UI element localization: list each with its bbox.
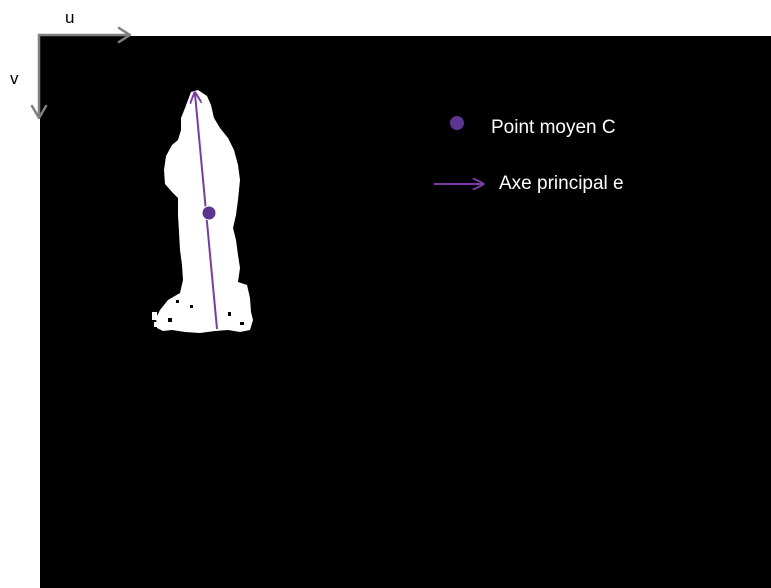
image-background: [40, 36, 771, 588]
silhouette-speckles: [168, 300, 244, 325]
legend-point-icon: [450, 116, 464, 130]
v-axis-arrow: [30, 33, 48, 120]
legend-mean-point-label: Point moyen C: [491, 117, 616, 138]
mean-point-marker: [201, 205, 217, 221]
u-axis-arrow: [37, 26, 132, 44]
v-axis-label: v: [10, 69, 19, 88]
legend-principal-axis-label: Axe principal e: [499, 173, 624, 194]
u-axis-label: u: [65, 8, 75, 27]
